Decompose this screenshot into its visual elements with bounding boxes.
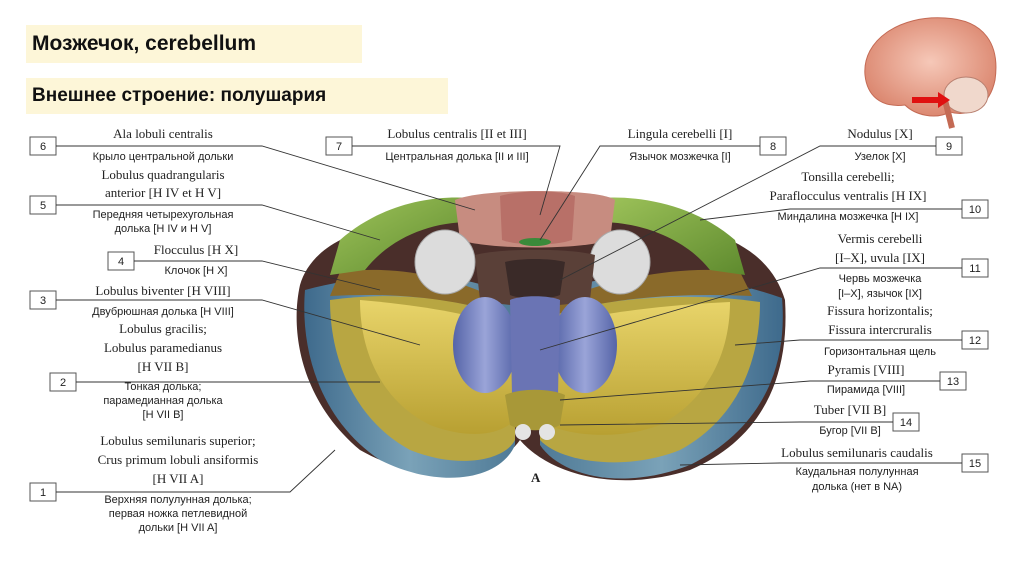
label-1-number: 1	[40, 487, 46, 499]
label-3: 3 Lobulus biventer [H VIII] Двубрюшная д…	[29, 283, 421, 346]
page-title: Мозжечок, cerebellum	[26, 25, 362, 63]
label-3-latin: Lobulus biventer [H VIII]	[95, 283, 230, 298]
label-8-latin: Lingula cerebelli [I]	[628, 126, 733, 141]
label-15-latin: Lobulus semilunaris caudalis	[781, 445, 933, 460]
label-2-latin-1: Lobulus gracilis;	[119, 321, 207, 336]
label-10: 10 Tonsilla cerebelli; Paraflocculus ven…	[699, 169, 989, 223]
label-1-latin-2: Crus primum lobuli ansiformis	[98, 452, 259, 467]
label-5-latin-2: anterior [H IV et H V]	[105, 185, 221, 200]
label-14-russian: Бугор [VII B]	[819, 425, 881, 437]
label-11-latin-2: [I–X], uvula [IX]	[835, 250, 925, 265]
label-2-latin-2: Lobulus paramedianus	[104, 340, 222, 355]
label-4-latin: Flocculus [H X]	[154, 242, 239, 257]
label-10-latin-2: Paraflocculus ventralis [H IX]	[769, 188, 926, 203]
label-1-latin-3: [H VII A]	[152, 471, 203, 486]
label-3-number: 3	[40, 295, 46, 307]
label-15-russian-2: долька (нет в NA)	[812, 481, 902, 493]
label-7-latin: Lobulus centralis [II et III]	[387, 126, 526, 141]
page-subtitle: Внешнее строение: полушария	[26, 78, 448, 114]
label-12-number: 12	[969, 335, 981, 347]
label-2: 2 Lobulus gracilis; Lobulus paramedianus…	[49, 321, 380, 421]
label-7: 7 Lobulus centralis [II et III] Централь…	[325, 126, 561, 216]
label-15-russian-1: Каудальная полулунная	[795, 466, 918, 478]
label-1-latin-1: Lobulus semilunaris superior;	[100, 433, 255, 448]
label-5-russian-2: долька [H IV и H V]	[115, 223, 212, 235]
label-10-latin-1: Tonsilla cerebelli;	[801, 169, 894, 184]
label-6-latin: Ala lobuli centralis	[113, 126, 213, 141]
label-7-russian: Центральная долька [II и III]	[385, 151, 528, 163]
label-13-russian: Пирамида [VIII]	[827, 384, 905, 396]
label-9-number: 9	[946, 141, 952, 153]
label-13-latin: Pyramis [VIII]	[828, 362, 905, 377]
label-9: 9 Nodulus [X] Узелок [X]	[559, 126, 963, 281]
label-13: 13 Pyramis [VIII] Пирамида [VIII]	[559, 362, 967, 401]
label-5-latin-1: Lobulus quadrangularis	[101, 167, 224, 182]
label-3-russian: Двубрюшная долька [H VIII]	[92, 306, 234, 318]
label-2-russian-3: [H VII B]	[143, 409, 184, 421]
label-5: 5 Lobulus quadrangularis anterior [H IV …	[29, 167, 381, 241]
label-6-russian: Крыло центральной дольки	[93, 151, 234, 163]
label-14-number: 14	[900, 417, 912, 429]
label-12-latin-2: Fissura intercruralis	[828, 322, 932, 337]
label-1: 1 Lobulus semilunaris superior; Crus pri…	[29, 433, 336, 534]
label-12-russian: Горизонтальная щель	[824, 346, 936, 358]
label-2-russian-1: Тонкая долька;	[125, 381, 202, 393]
label-7-number: 7	[336, 141, 342, 153]
label-8-russian: Язычок мозжечка [I]	[629, 151, 730, 163]
label-10-number: 10	[969, 204, 981, 216]
label-4-russian: Клочок [H X]	[165, 265, 228, 277]
label-11-number: 11	[969, 263, 980, 275]
label-6-number: 6	[40, 141, 46, 153]
label-13-number: 13	[947, 376, 959, 388]
label-5-russian-1: Передняя четырехугольная	[93, 209, 234, 221]
label-2-russian-2: парамедианная долька	[103, 395, 223, 407]
label-4-number: 4	[118, 256, 124, 268]
label-14: 14 Tuber [VII B] Бугор [VII B]	[559, 402, 920, 437]
label-12: 12 Fissura horizontalis; Fissura intercr…	[734, 303, 989, 358]
label-11-russian-2: [I–X], язычок [IX]	[838, 288, 922, 300]
label-9-latin: Nodulus [X]	[847, 126, 912, 141]
label-1-russian-3: дольки [H VII A]	[139, 522, 218, 534]
label-5-number: 5	[40, 200, 46, 212]
label-9-russian: Узелок [X]	[854, 151, 905, 163]
label-11: 11 Vermis cerebelli [I–X], uvula [IX] Че…	[539, 231, 989, 351]
label-15-number: 15	[969, 458, 981, 470]
label-11-russian-1: Червь мозжечка	[839, 273, 923, 285]
label-1-russian-2: первая ножка петлевидной	[109, 508, 247, 520]
label-2-latin-3: [H VII B]	[137, 359, 188, 374]
label-10-russian: Миндалина мозжечка [H IX]	[778, 211, 919, 223]
figure-letter: A	[531, 470, 541, 485]
label-11-latin-1: Vermis cerebelli	[838, 231, 923, 246]
label-1-russian-1: Верхняя полулунная долька;	[104, 494, 251, 506]
label-8: 8 Lingula cerebelli [I] Язычок мозжечка …	[539, 126, 787, 241]
label-12-latin-1: Fissura horizontalis;	[827, 303, 933, 318]
label-8-number: 8	[770, 141, 776, 153]
label-6: 6 Ala lobuli centralis Крыло центральной…	[29, 126, 476, 211]
label-14-latin: Tuber [VII B]	[814, 402, 886, 417]
label-2-number: 2	[60, 377, 66, 389]
label-15: 15 Lobulus semilunaris caudalis Каудальн…	[679, 445, 989, 493]
brain-inset-icon	[864, 17, 997, 129]
label-4: 4 Flocculus [H X] Клочок [H X]	[107, 242, 381, 291]
cerebellum-illustration	[296, 191, 786, 481]
